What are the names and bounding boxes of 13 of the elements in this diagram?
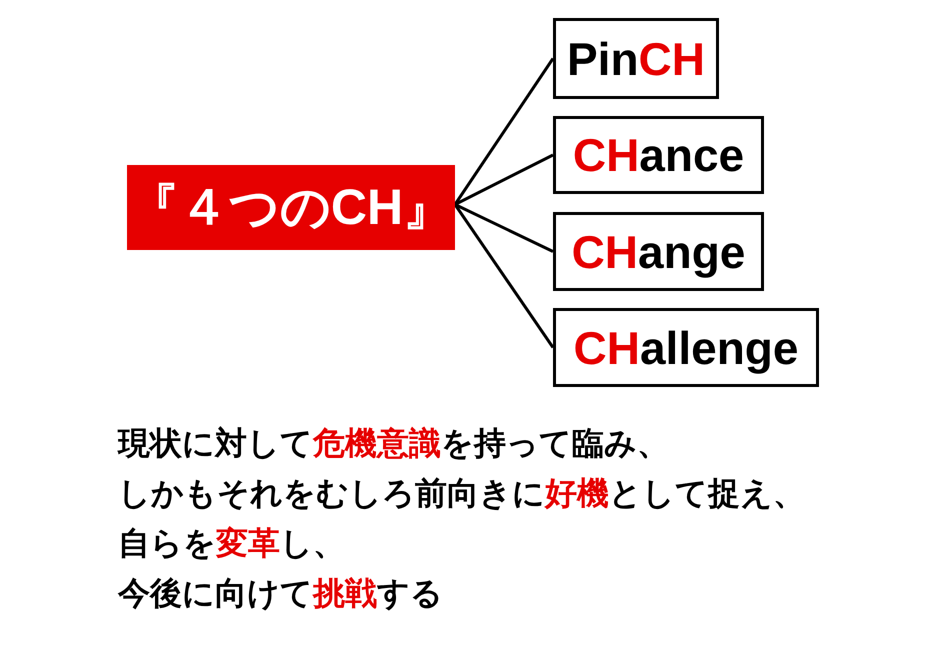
word-box: CHance [553, 116, 764, 194]
connector-line [454, 58, 554, 206]
text-line: 今後に向けて挑戦する [118, 574, 443, 613]
text-line: しかもそれをむしろ前向きに好機として捉え、 [118, 474, 805, 513]
text-line: 現状に対して危機意識を持って臨み、 [118, 424, 669, 463]
word-box: PinCH [553, 18, 719, 99]
word-box: CHange [553, 212, 764, 291]
word-box: CHallenge [553, 308, 819, 387]
connector-line [454, 154, 554, 206]
text-line: 自らを変革し、 [118, 524, 345, 563]
connector-line [454, 204, 554, 348]
connector-line [454, 203, 554, 253]
title-box: 『４つのCH』 [127, 165, 455, 250]
